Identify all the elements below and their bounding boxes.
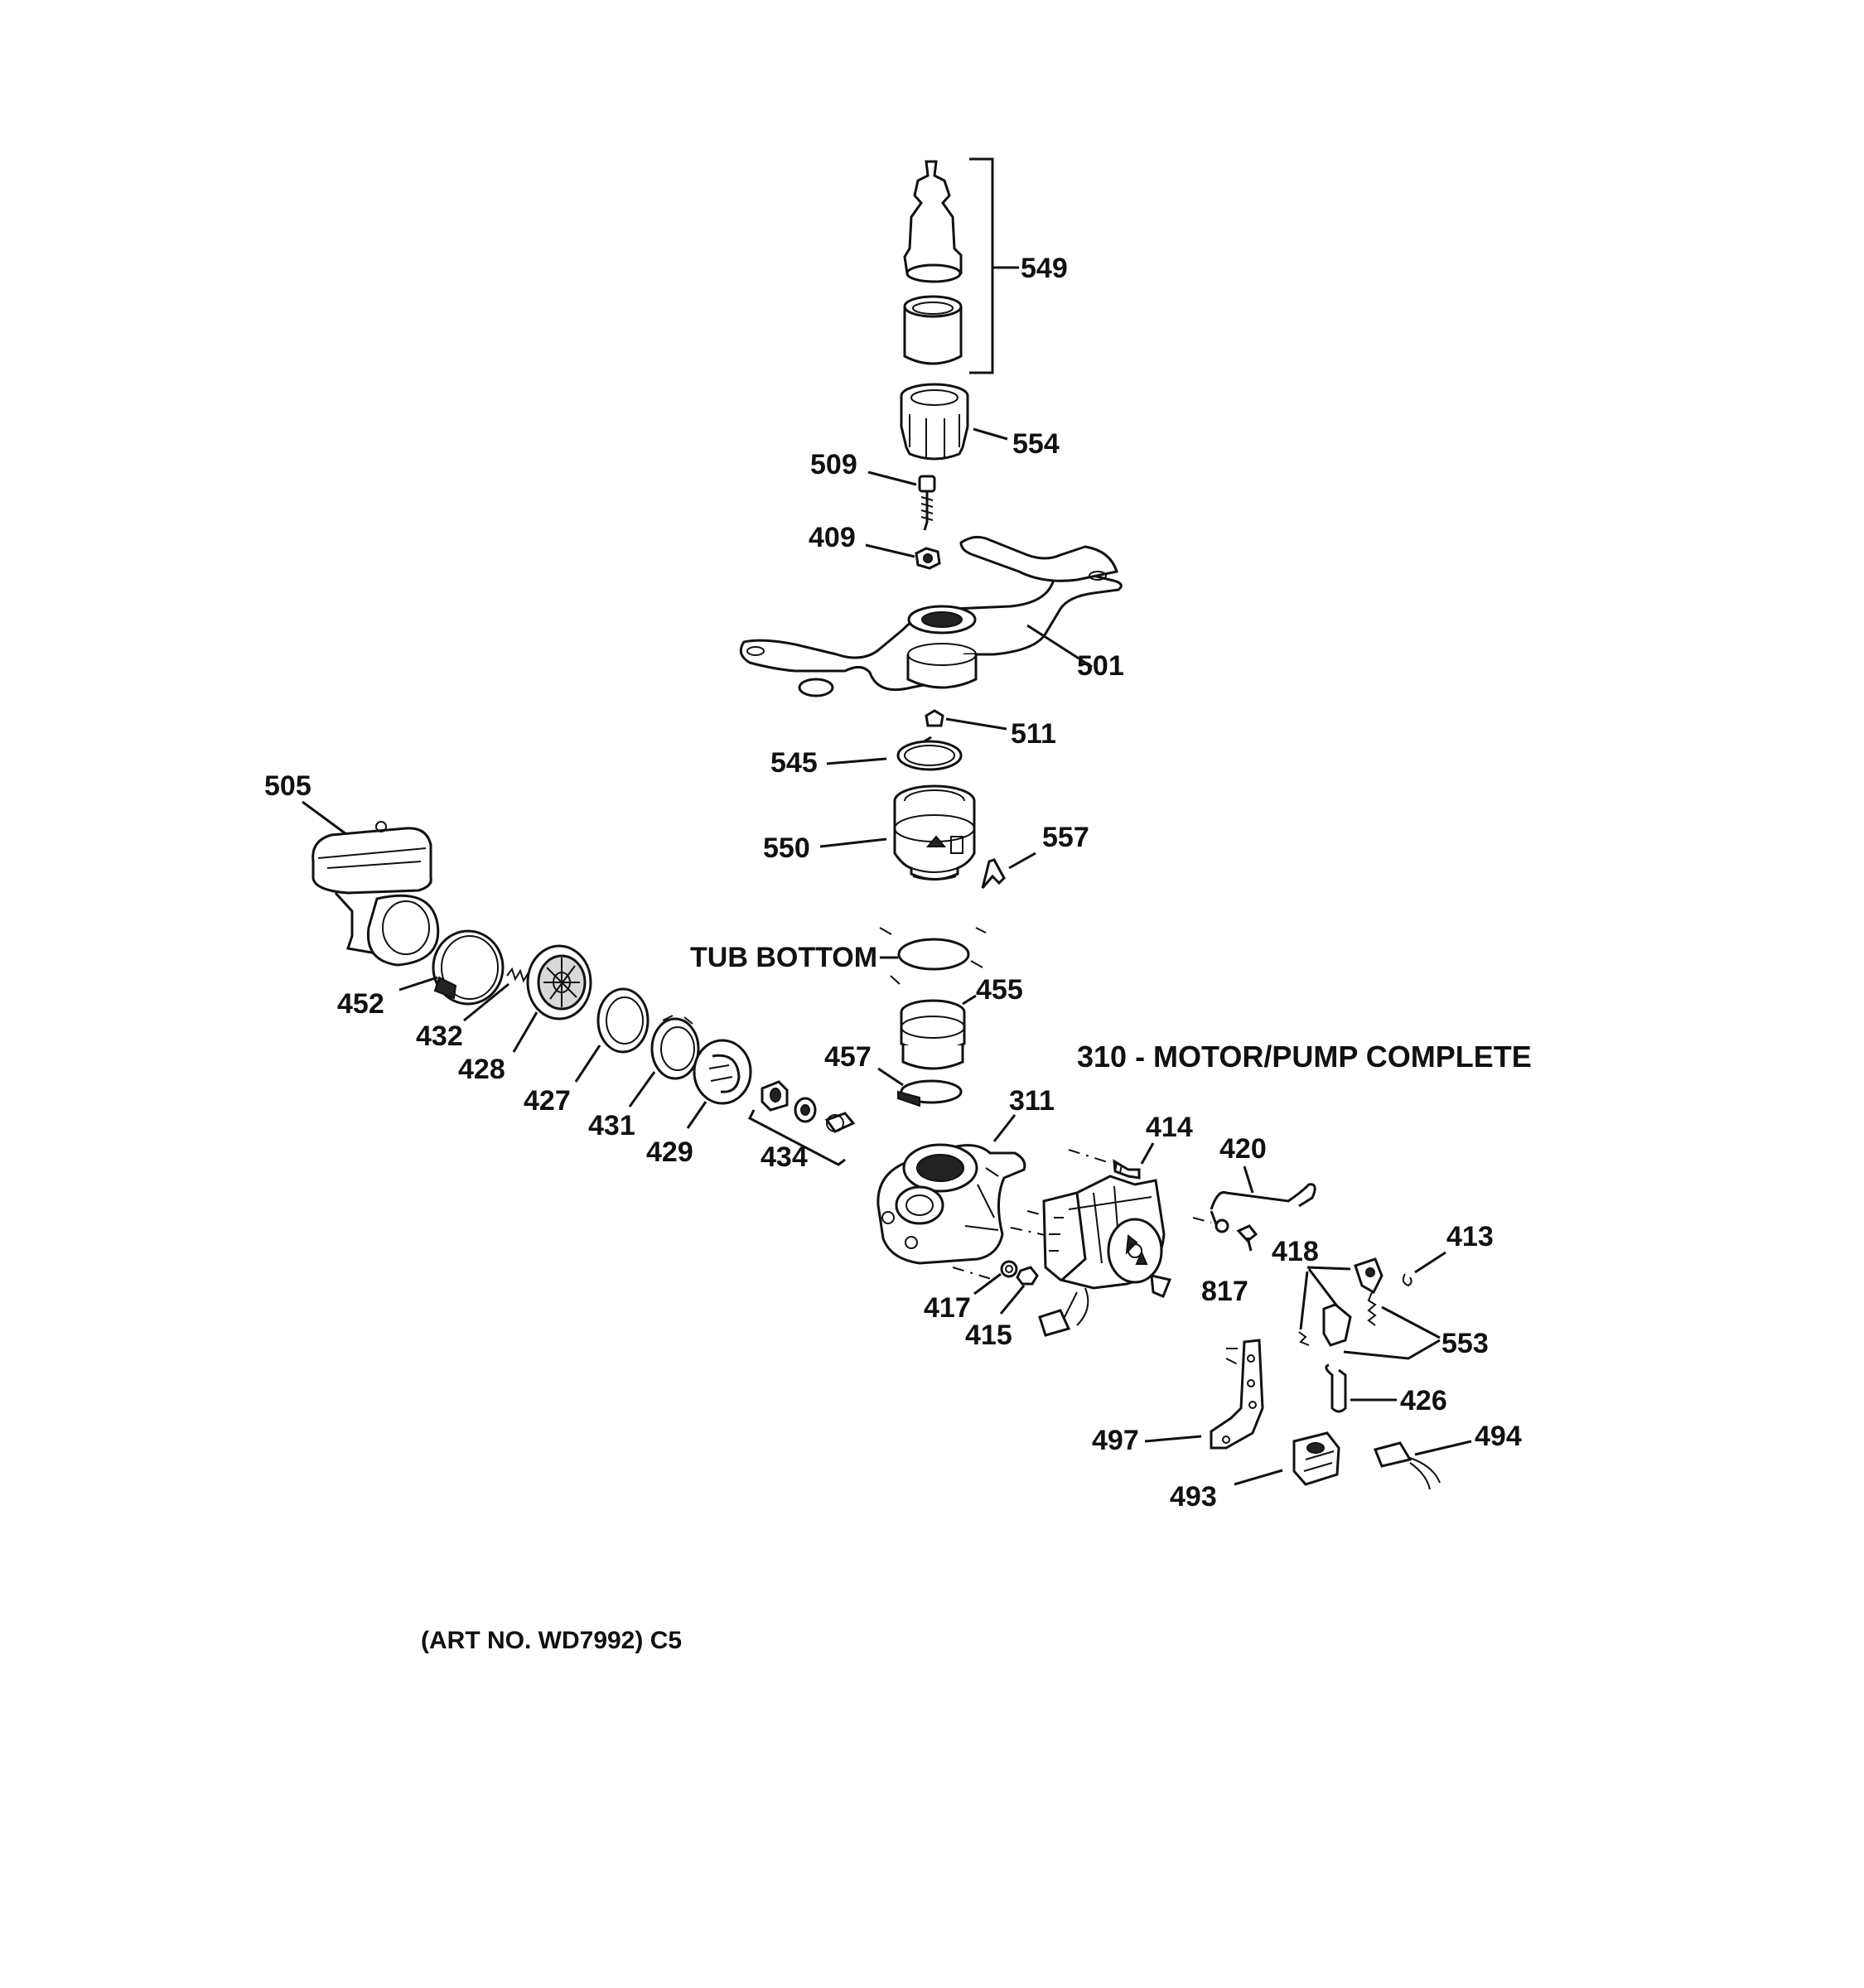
callout-553: 553 bbox=[1441, 1328, 1489, 1359]
callout-497: 497 bbox=[1092, 1425, 1139, 1456]
part-motor bbox=[952, 1175, 1172, 1337]
callout-817: 817 bbox=[1201, 1276, 1248, 1307]
callout-501: 501 bbox=[1077, 650, 1124, 682]
part-431-plate bbox=[628, 1015, 700, 1107]
callout-549: 549 bbox=[1021, 253, 1068, 284]
callout-557: 557 bbox=[1042, 822, 1089, 853]
part-429-impeller bbox=[686, 1039, 752, 1129]
callout-413: 413 bbox=[1446, 1221, 1494, 1252]
part-505-filter-housing bbox=[302, 800, 440, 967]
part-311-pump-housing bbox=[876, 1114, 1026, 1265]
callout-429: 429 bbox=[646, 1136, 693, 1168]
callout-432: 432 bbox=[416, 1021, 463, 1052]
callout-311: 311 bbox=[1009, 1085, 1055, 1117]
part-554-nozzle-hub bbox=[900, 383, 1008, 461]
callout-494: 494 bbox=[1475, 1421, 1522, 1452]
part-494-harness bbox=[1373, 1440, 1472, 1490]
part-413-clip bbox=[1402, 1251, 1446, 1287]
part-549-spray-tube bbox=[903, 157, 1019, 374]
part-553-actuator bbox=[1298, 1257, 1441, 1360]
part-409-nut bbox=[865, 543, 941, 570]
part-550-housing bbox=[819, 784, 976, 881]
callout-457: 457 bbox=[824, 1041, 872, 1073]
tub-bottom-seal bbox=[879, 927, 987, 985]
part-455-seal bbox=[900, 994, 977, 1070]
part-417-washer bbox=[973, 1260, 1018, 1296]
part-415-nut bbox=[999, 1266, 1039, 1315]
callout-452: 452 bbox=[337, 988, 384, 1020]
part-497-bracket bbox=[1144, 1339, 1264, 1450]
part-545-ring bbox=[826, 736, 963, 771]
part-427-ring bbox=[574, 987, 650, 1083]
callout-427: 427 bbox=[524, 1085, 571, 1117]
part-457-clamp bbox=[877, 1067, 963, 1107]
part-426-pin bbox=[1325, 1363, 1397, 1413]
part-434-seal-set bbox=[747, 1080, 856, 1166]
callout-418: 418 bbox=[1272, 1236, 1319, 1267]
callout-415: 415 bbox=[965, 1320, 1012, 1351]
part-511-nut bbox=[925, 709, 1007, 731]
tub-bottom-label: TUB BOTTOM bbox=[690, 942, 877, 973]
callout-428: 428 bbox=[458, 1054, 505, 1085]
part-501-spray-arm bbox=[739, 535, 1123, 697]
part-509-screw bbox=[867, 470, 936, 531]
callout-455: 455 bbox=[976, 974, 1023, 1006]
callout-431: 431 bbox=[588, 1110, 635, 1141]
art-number: (ART NO. WD7992) C5 bbox=[421, 1627, 682, 1654]
callout-493: 493 bbox=[1170, 1481, 1217, 1513]
part-817-screw bbox=[1236, 1224, 1258, 1252]
part-452-clamp bbox=[398, 929, 505, 1006]
callout-414: 414 bbox=[1146, 1112, 1193, 1143]
callout-550: 550 bbox=[763, 832, 810, 864]
callout-409: 409 bbox=[809, 522, 856, 553]
part-420-rod bbox=[1192, 1165, 1316, 1233]
callout-511: 511 bbox=[1011, 718, 1056, 750]
part-493-solenoid bbox=[1234, 1431, 1340, 1486]
part-414-screw bbox=[1068, 1142, 1155, 1180]
callout-505: 505 bbox=[264, 770, 311, 802]
callout-426: 426 bbox=[1400, 1385, 1447, 1416]
part-428-impeller bbox=[512, 944, 592, 1053]
callout-545: 545 bbox=[770, 747, 818, 779]
callout-434: 434 bbox=[761, 1141, 808, 1173]
callout-420: 420 bbox=[1219, 1133, 1267, 1165]
assembly-title: 310 - MOTOR/PUMP COMPLETE bbox=[1077, 1040, 1532, 1074]
callout-509: 509 bbox=[810, 449, 857, 480]
callout-417: 417 bbox=[924, 1292, 971, 1324]
part-557-clip bbox=[981, 852, 1036, 889]
callout-554: 554 bbox=[1012, 428, 1060, 460]
